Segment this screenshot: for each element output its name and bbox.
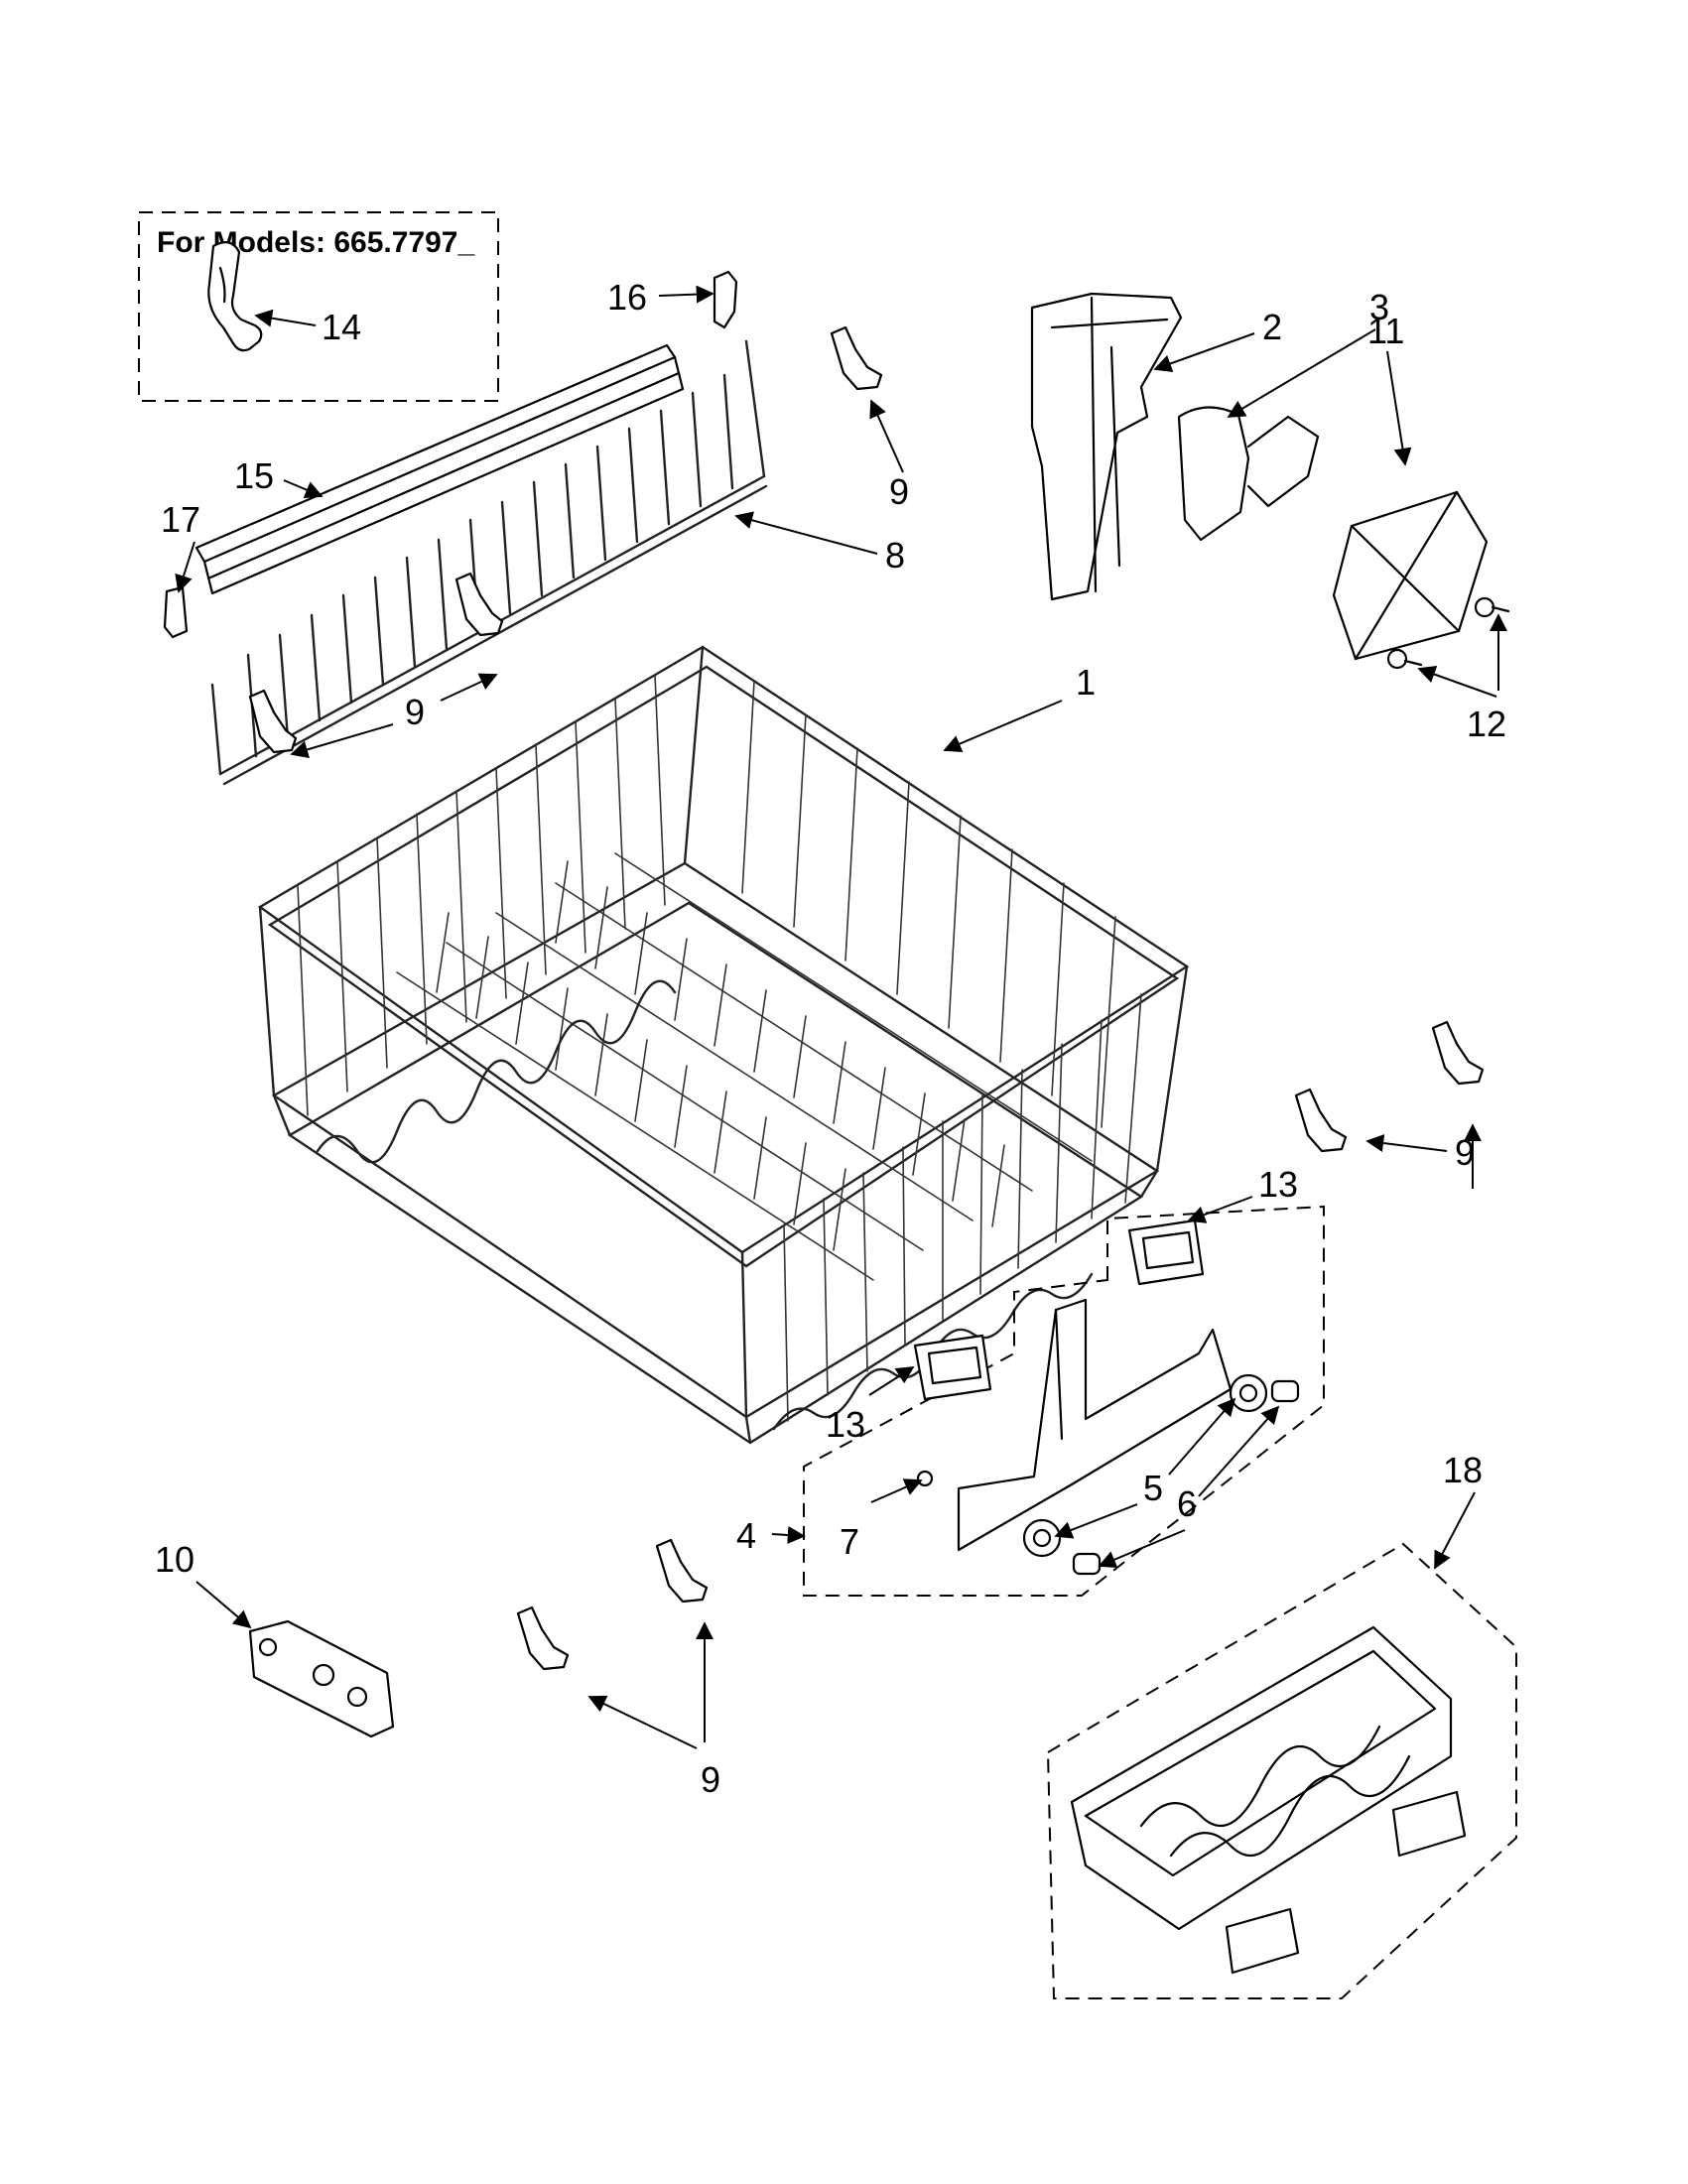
clip-9-top xyxy=(830,325,883,391)
callout-8: 8 xyxy=(885,535,905,576)
callout-3: 3 xyxy=(1369,287,1389,327)
callout-9-right: 9 xyxy=(1455,1132,1475,1173)
part-2-housing xyxy=(1030,292,1183,601)
rail-clip-right xyxy=(454,572,504,637)
callout-13-upper: 13 xyxy=(1258,1164,1298,1205)
callout-2: 2 xyxy=(1262,307,1282,347)
callout-9-rail: 9 xyxy=(405,692,425,732)
callout-17: 17 xyxy=(161,499,200,540)
callout-1: 1 xyxy=(1076,662,1096,703)
part-4-arm xyxy=(957,1298,1233,1552)
callout-7: 7 xyxy=(840,1521,859,1562)
part-5-wheel-upper xyxy=(1229,1373,1268,1413)
part-3-actuator xyxy=(1177,406,1250,542)
part-6-axle-lower xyxy=(1072,1552,1102,1576)
rail-clip-left xyxy=(248,689,298,754)
callout-15: 15 xyxy=(234,455,274,496)
upper-rack xyxy=(257,645,1190,1445)
callout-13-lower: 13 xyxy=(826,1404,865,1445)
clip-9-right-upper xyxy=(1431,1020,1485,1086)
callout-9-top: 9 xyxy=(889,471,909,512)
callout-12: 12 xyxy=(1467,704,1506,744)
clip-9-bottom-lower xyxy=(516,1606,570,1671)
part-14-clip xyxy=(207,241,263,352)
part-16-clip xyxy=(713,270,738,329)
part-17-end-cap xyxy=(163,585,189,639)
part-12-screws xyxy=(1386,596,1510,670)
tine-rail-assembly xyxy=(163,270,768,786)
callout-9-bottom: 9 xyxy=(701,1759,720,1800)
models-inset: For Models: 665.7797_ 14 xyxy=(138,211,499,402)
part-10-bracket xyxy=(248,1619,395,1738)
part-5-wheel-lower xyxy=(1022,1518,1062,1558)
clip-9-right-lower xyxy=(1294,1088,1348,1153)
part-11-cover xyxy=(1332,490,1489,661)
callout-6: 6 xyxy=(1177,1483,1197,1524)
adjuster-arm-assembly xyxy=(803,1205,1325,1597)
clip-9-bottom-upper xyxy=(655,1538,709,1604)
callout-10: 10 xyxy=(155,1539,195,1580)
callout-16: 16 xyxy=(607,277,647,318)
callout-5: 5 xyxy=(1143,1468,1163,1508)
part-6-axle-upper xyxy=(1270,1379,1300,1403)
callout-18: 18 xyxy=(1443,1450,1483,1490)
part-18-stemware-holder xyxy=(1046,1542,1517,1999)
callout-11: 11 xyxy=(1367,311,1404,351)
inset-title: For Models: 665.7797_ xyxy=(157,226,474,259)
adjuster-assembly xyxy=(1030,292,1510,670)
callout-14: 14 xyxy=(322,307,361,347)
callout-4: 4 xyxy=(736,1515,756,1556)
part-7-screw xyxy=(916,1470,934,1487)
